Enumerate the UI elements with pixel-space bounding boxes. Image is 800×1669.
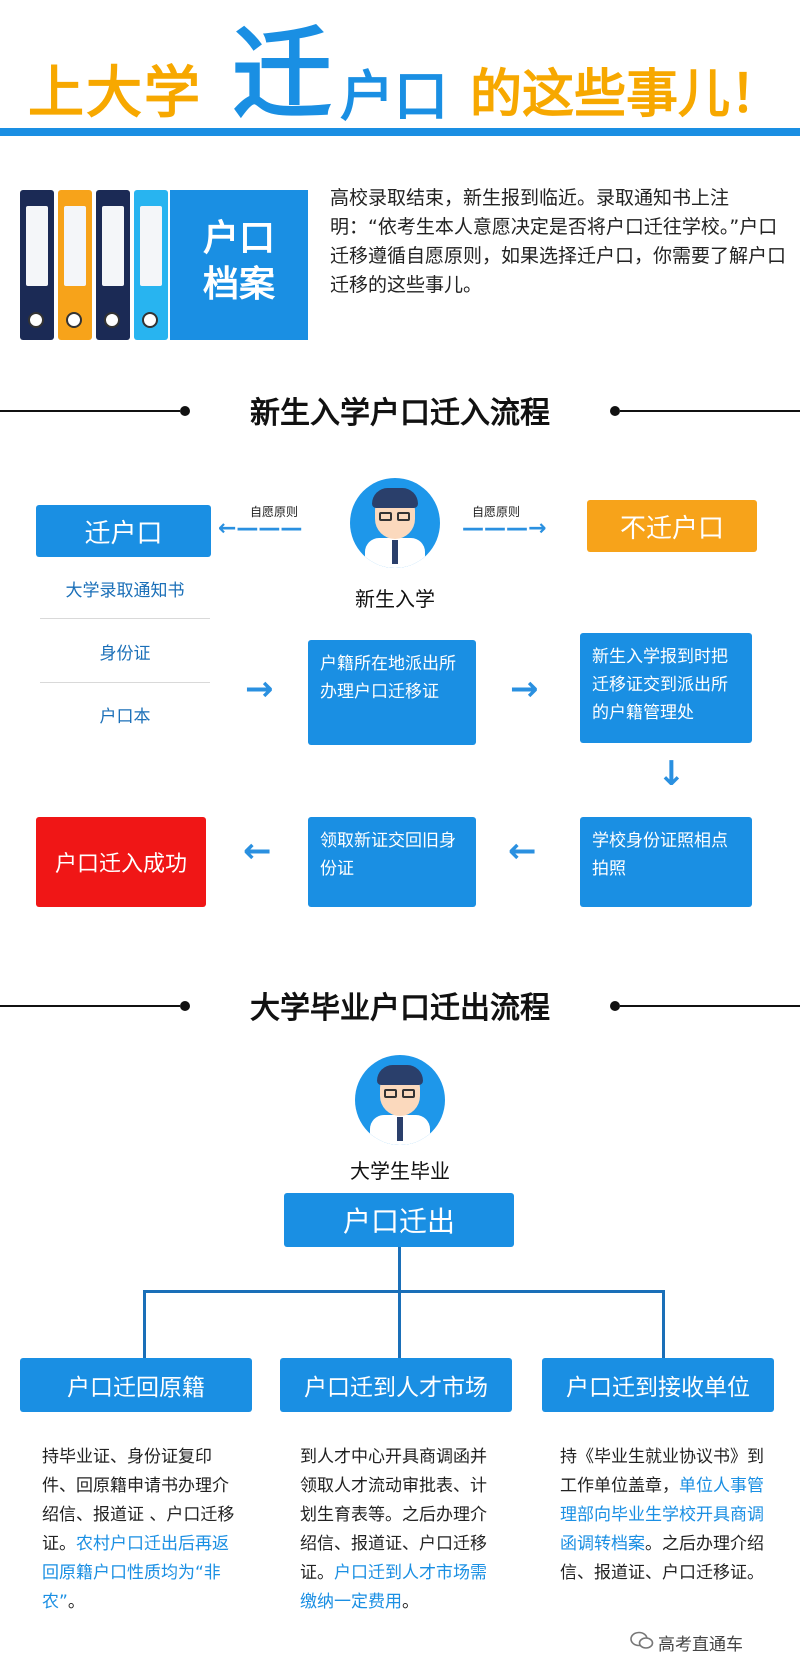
binder-navy-1 (20, 190, 54, 340)
branch-talent-market: 户口迁到人才市场 (280, 1358, 512, 1412)
section1-line-left (0, 410, 180, 412)
tree-trunk (398, 1247, 401, 1291)
arrow-step1-to-step2: → (510, 669, 539, 709)
header-title-part3: 户口 (340, 65, 448, 128)
step-police-station: 户籍所在地派出所办理户口迁移证 (308, 640, 476, 745)
desc-employer: 持《毕业生就业协议书》到工作单位盖章，单位人事管理部向毕业生学校开具商调函调转档… (560, 1443, 765, 1588)
step-id-photo: 学校身份证照相点拍照 (580, 817, 752, 907)
binder-panel-line1: 户口 (202, 218, 275, 259)
result-success: 户口迁入成功 (36, 817, 206, 907)
header-underline (0, 128, 800, 136)
header-title-part1: 上大学 (28, 61, 202, 126)
branch-hometown: 户口迁回原籍 (20, 1358, 252, 1412)
binder-navy-2 (96, 190, 130, 340)
doc-separator-1 (40, 618, 210, 619)
footer-account-name: 高考直通车 (658, 1635, 743, 1655)
header-title-part4: 的这些事儿！ (470, 65, 783, 125)
section2-title: 大学毕业户口迁出流程 (250, 991, 550, 1026)
step-submit-certificate: 新生入学报到时把迁移证交到派出所的户籍管理处 (580, 633, 752, 743)
section1-title: 新生入学户口迁入流程 (250, 396, 550, 431)
doc-household-register: 户口本 (99, 707, 151, 727)
tree-branch-left (143, 1290, 146, 1360)
binder-illustration (20, 0, 320, 350)
section2-dot-right (610, 1001, 620, 1011)
option-keep-hukou: 不迁户口 (587, 500, 757, 552)
option-move-hukou: 迁户口 (36, 505, 211, 557)
graduate-avatar (355, 1055, 445, 1145)
binder-panel: 户口 档案 (170, 190, 308, 340)
left-arrow-label: 自愿原则 (250, 505, 299, 519)
desc-hometown: 持毕业证、身份证复印件、回原籍申请书办理介绍信、报道证 、户口迁移证。农村户口迁… (42, 1443, 237, 1617)
section1-dot-left (180, 406, 190, 416)
desc-hometown-text: 持毕业证、身份证复印件、回原籍申请书办理介绍信、报道证 、户口迁移证。 (42, 1447, 235, 1554)
desc-talent-market-highlight: 户口迁到人才市场需缴纳一定费用 (300, 1563, 487, 1612)
header-title-part2: 迁 (232, 16, 332, 133)
binder-blue (134, 190, 168, 340)
student-avatar (350, 478, 440, 568)
right-arrow-icon: ———→ (462, 516, 547, 541)
section2-line-right (620, 1005, 800, 1007)
arrow-docs-to-step1: → (245, 669, 274, 709)
page-header: 上大学 迁 户口 的这些事儿！ (0, 0, 800, 140)
intro-text: 高校录取结束，新生报到临近。录取通知书上注明：“依考生本人意愿决定是否将户口迁往… (330, 187, 787, 296)
binder-orange (58, 190, 92, 340)
section1-line-right (620, 410, 800, 412)
arrow-step2-to-step3: ↓ (657, 754, 686, 794)
person-label-freshman: 新生入学 (355, 587, 435, 611)
tree-branch-middle (398, 1290, 401, 1360)
doc-separator-2 (40, 682, 210, 683)
binder-panel-line2: 档案 (202, 264, 275, 305)
desc-employer-tail: 。之后办理介绍信、报道证、户口迁移证。 (560, 1534, 764, 1583)
step-new-id-card: 领取新证交回旧身份证 (308, 817, 476, 907)
doc-id-card: 身份证 (99, 644, 151, 664)
branch-employer: 户口迁到接收单位 (542, 1358, 774, 1412)
desc-talent-market-tail: 。 (402, 1592, 419, 1612)
arrow-step4-to-success: ← (243, 831, 272, 871)
arrow-step3-to-step4: ← (508, 831, 537, 871)
left-arrow-icon: ←——— (218, 516, 303, 541)
doc-admission-letter: 大学录取通知书 (65, 581, 185, 601)
tree-branch-right (662, 1290, 665, 1360)
section1-dot-right (610, 406, 620, 416)
section2-dot-left (180, 1001, 190, 1011)
root-move-out: 户口迁出 (284, 1193, 514, 1247)
desc-hometown-tail: 。 (67, 1592, 85, 1612)
wechat-icon (630, 1631, 654, 1649)
desc-hometown-highlight: 农村户口迁出后再返回原籍户口性质均为“非农” (42, 1534, 229, 1612)
tree-crossbar (143, 1290, 665, 1293)
desc-employer-highlight: 单位人事管理部向毕业生学校开具商调函调转档案 (560, 1476, 764, 1554)
desc-talent-market-text: 到人才中心开具商调函并领取人才流动审批表、计划生育表等。之后办理介绍信、报道证、… (300, 1447, 487, 1583)
person-label-graduate: 大学生毕业 (350, 1159, 450, 1183)
desc-talent-market: 到人才中心开具商调函并领取人才流动审批表、计划生育表等。之后办理介绍信、报道证、… (300, 1443, 500, 1617)
desc-employer-text: 持《毕业生就业协议书》到工作单位盖章， (560, 1447, 764, 1496)
footer-watermark: 高考直通车 (630, 1628, 795, 1658)
section2-line-left (0, 1005, 180, 1007)
right-arrow-label: 自愿原则 (472, 505, 521, 519)
